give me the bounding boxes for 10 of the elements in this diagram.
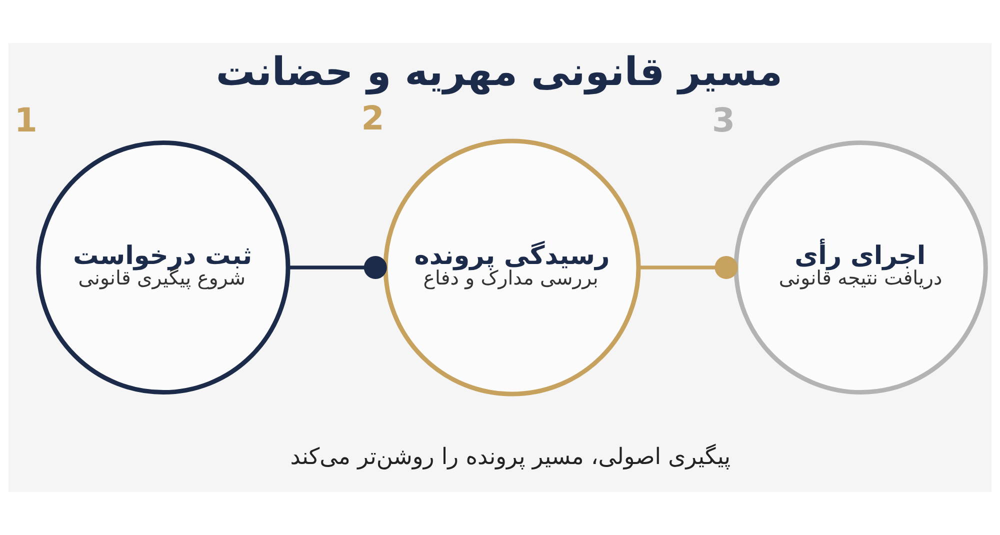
diagram-title: مسیر قانونی مهریه و حضانت: [216, 50, 782, 95]
node-label: 1: [14, 100, 38, 140]
connector: [639, 256, 738, 279]
node-circle: اجرای رأی دریافت نتیجه قانونی: [734, 140, 988, 395]
caption: پیگیری اصولی، مسیر پرونده را روشن‌تر می‌کند: [290, 444, 731, 470]
node-circle: ثبت درخواست شروع پیگیری قانونی: [36, 140, 290, 395]
node-label: 2: [361, 98, 384, 138]
node-circle: رسیدگی پرونده بررسی مدارک و دفاع: [383, 138, 641, 396]
connector: [288, 256, 387, 279]
node-label: 3: [712, 100, 736, 140]
